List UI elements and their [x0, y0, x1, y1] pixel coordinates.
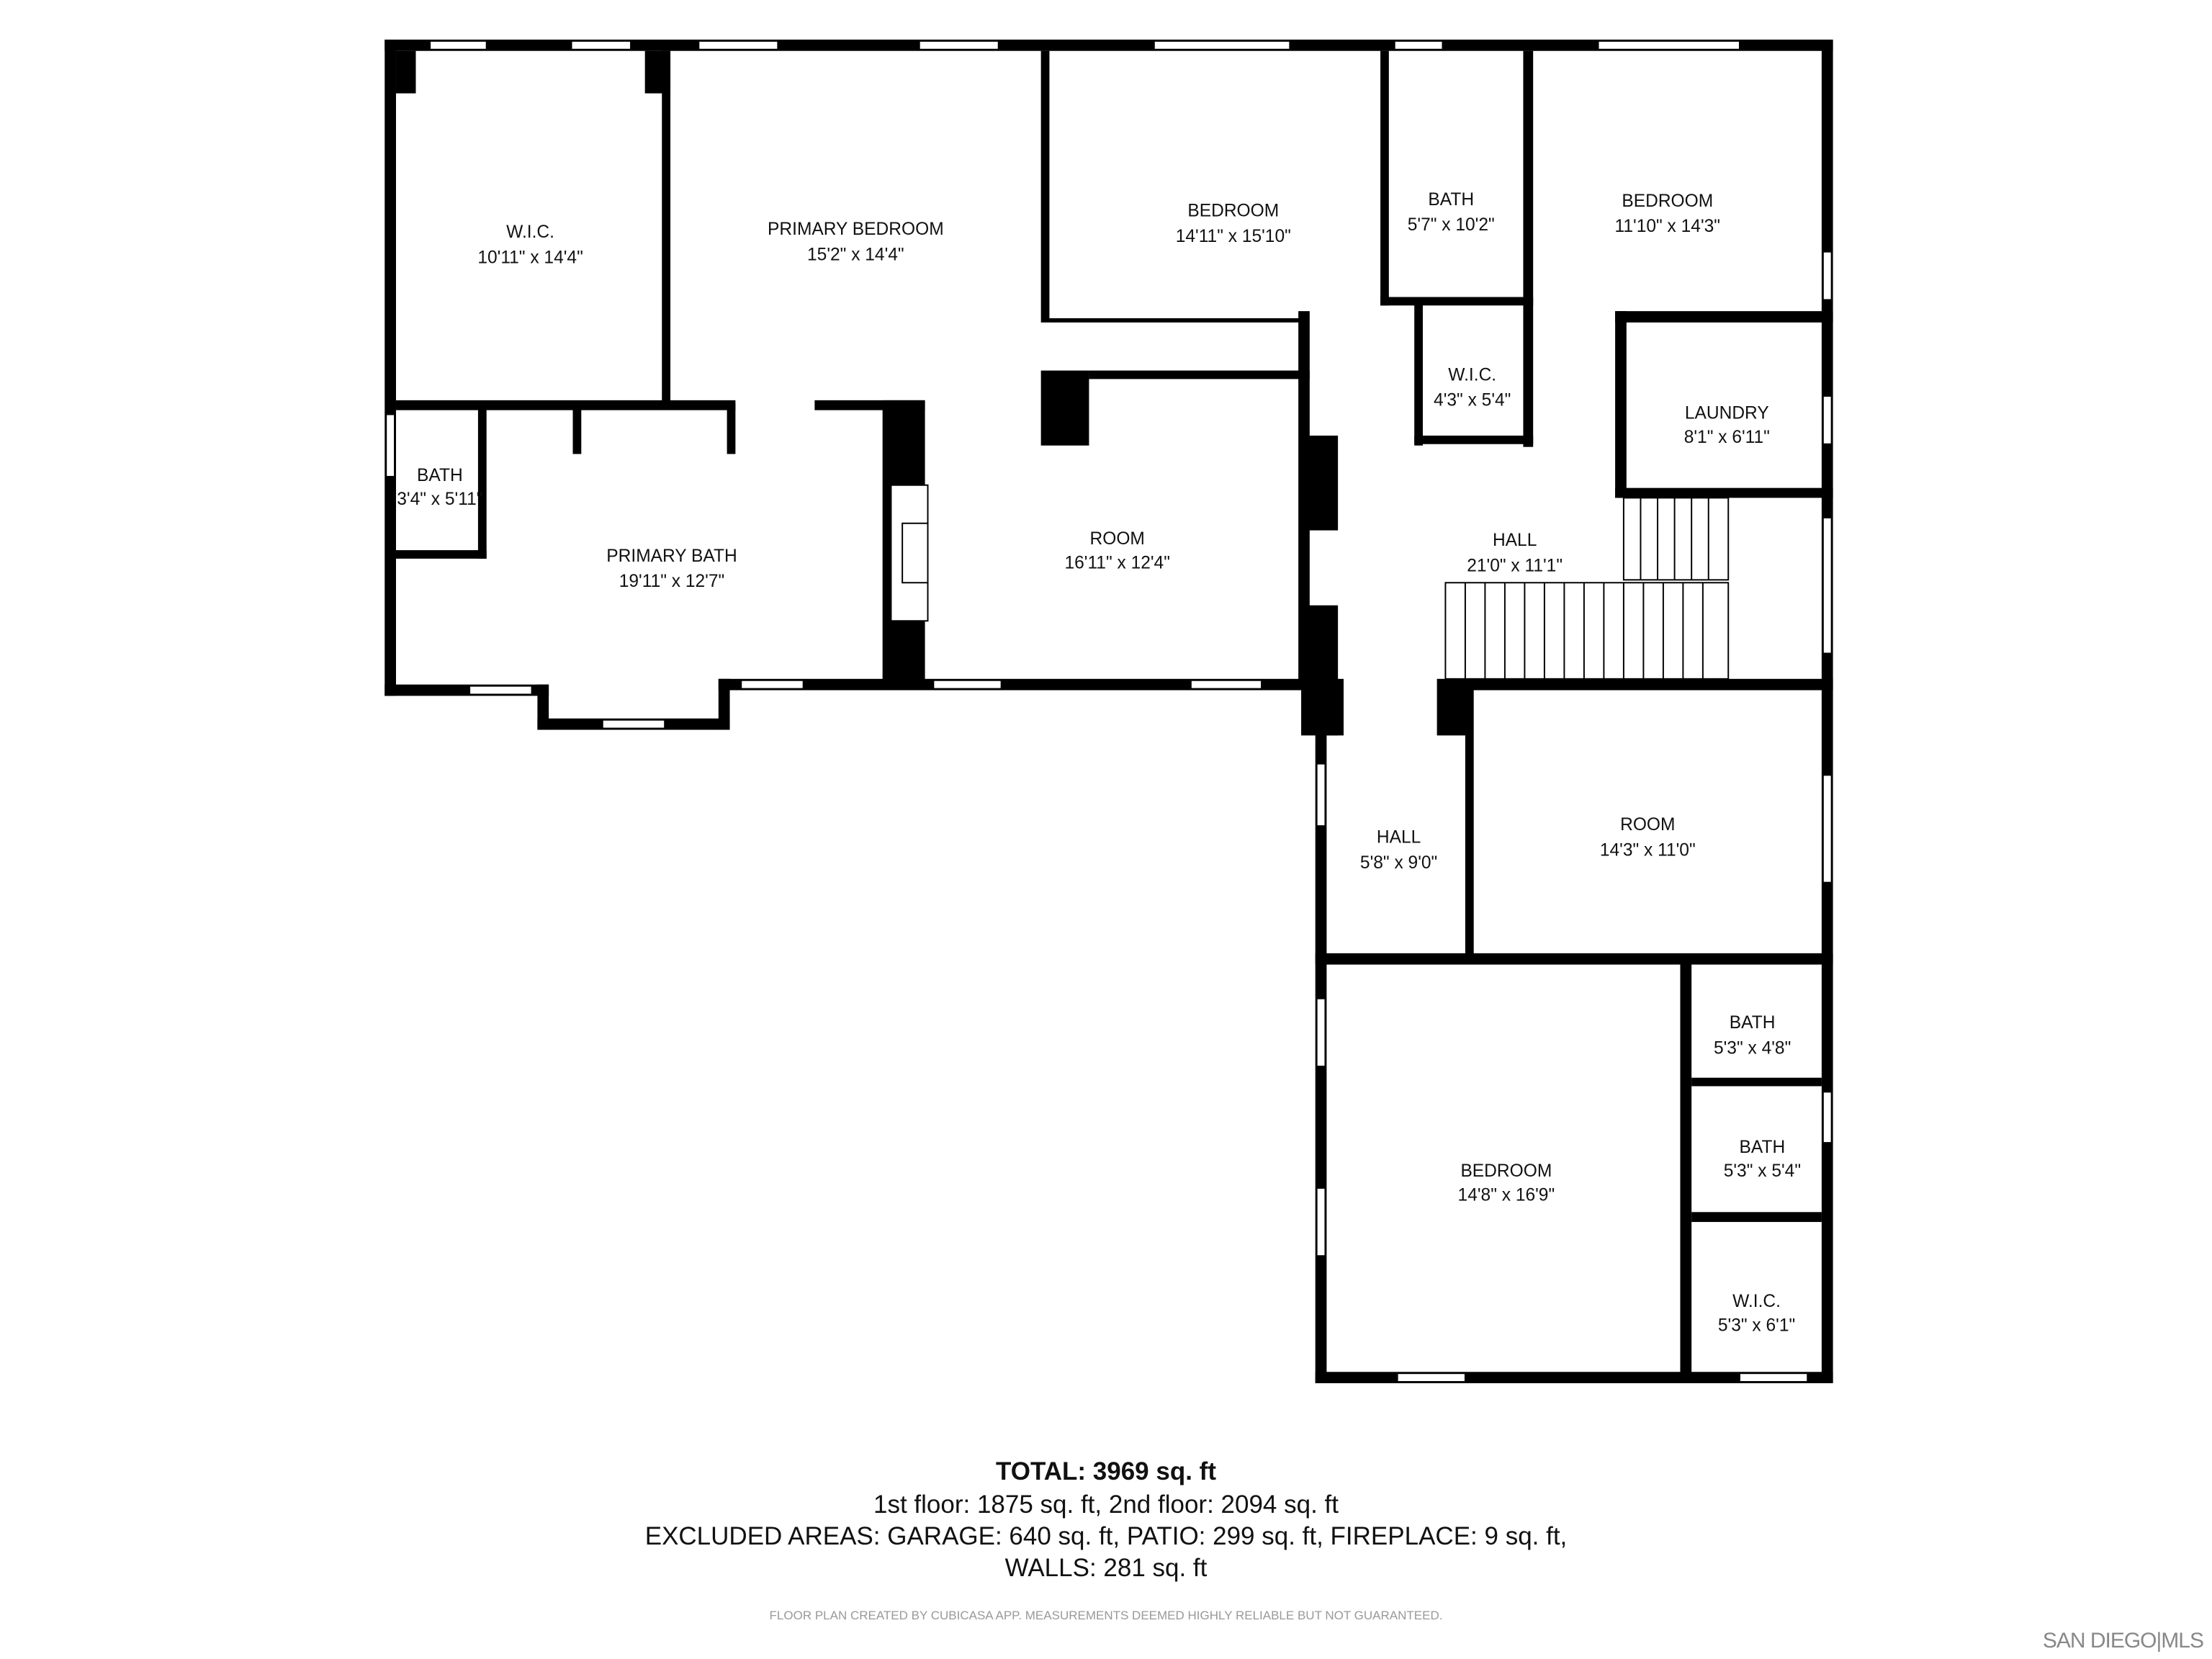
walls — [385, 39, 1833, 1383]
room-labels: W.I.C. 10'11" x 14'4" PRIMARY BEDROOM 15… — [397, 190, 1801, 1335]
room-name: ROOM — [1090, 529, 1145, 549]
room-name: W.I.C. — [506, 222, 554, 242]
room-dims: 10'11" x 14'4" — [477, 248, 583, 267]
room-name: BATH — [1730, 1013, 1776, 1033]
room-name: W.I.C. — [1732, 1292, 1781, 1311]
room-dims: 8'1" x 6'11" — [1684, 428, 1770, 447]
room-name: BEDROOM — [1622, 192, 1713, 211]
windows — [385, 40, 1833, 1383]
room-dims: 5'3" x 5'4" — [1724, 1161, 1801, 1181]
room-name: HALL — [1493, 531, 1537, 550]
room-dims: 5'8" x 9'0" — [1360, 853, 1437, 873]
room-dims: 5'7" x 10'2" — [1408, 215, 1495, 235]
room-dims: 4'3" x 5'4" — [1434, 391, 1511, 410]
room-dims: 21'0" x 11'1" — [1467, 557, 1563, 576]
stairs — [1444, 497, 1730, 680]
room-name: ROOM — [1620, 815, 1675, 835]
room-name: BATH — [1428, 190, 1474, 210]
room-dims: 5'3" x 4'8" — [1714, 1038, 1791, 1058]
room-dims: 15'2" x 14'4" — [807, 245, 904, 264]
room-dims: 19'11" x 12'7" — [619, 572, 724, 591]
floor-areas: 1st floor: 1875 sq. ft, 2nd floor: 2094 … — [873, 1491, 1339, 1519]
room-dims: 14'8" x 16'9" — [1458, 1186, 1555, 1205]
disclaimer: FLOOR PLAN CREATED BY CUBICASA APP. MEAS… — [769, 1609, 1443, 1622]
room-name: BATH — [1740, 1138, 1786, 1157]
room-name: PRIMARY BATH — [606, 547, 737, 566]
walls-area: WALLS: 281 sq. ft — [1004, 1554, 1208, 1582]
room-name: PRIMARY BEDROOM — [768, 220, 944, 239]
excluded-areas: EXCLUDED AREAS: GARAGE: 640 sq. ft, PATI… — [644, 1522, 1568, 1550]
room-name: BEDROOM — [1460, 1161, 1552, 1181]
room-dims: 5'3" x 6'1" — [1718, 1316, 1795, 1335]
mls-logo: SAN DIEGO|MLS — [2042, 1629, 2204, 1653]
room-dims: 16'11" x 12'4" — [1064, 554, 1169, 573]
fireplace — [890, 484, 929, 622]
room-name: HALL — [1377, 828, 1421, 848]
room-dims: 3'4" x 5'11" — [397, 490, 482, 509]
room-name: W.I.C. — [1448, 365, 1496, 385]
room-dims: 14'3" x 11'0" — [1600, 840, 1696, 860]
room-dims: 14'11" x 15'10" — [1176, 227, 1291, 246]
room-name: LAUNDRY — [1685, 403, 1769, 423]
room-dims: 11'10" x 14'3" — [1615, 217, 1720, 236]
room-name: BEDROOM — [1187, 202, 1279, 221]
room-name: BATH — [417, 466, 463, 485]
total-area: TOTAL: 3969 sq. ft — [996, 1457, 1216, 1485]
